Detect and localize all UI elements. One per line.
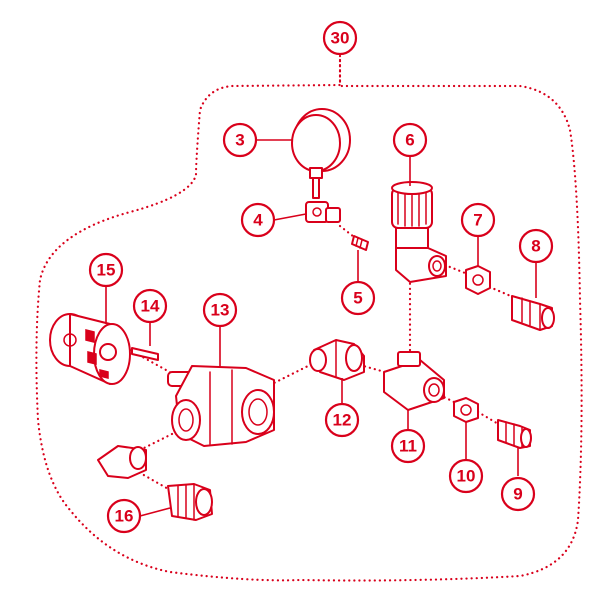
callout-label: 7	[473, 211, 482, 230]
hex-nut-icon	[465, 265, 491, 295]
elbow-fitting-icon	[97, 445, 147, 479]
callout-11: 11	[390, 428, 426, 464]
callout-7: 7	[460, 202, 496, 238]
callout-4: 4	[240, 202, 276, 238]
nipple-fitting-icon	[351, 235, 369, 251]
callout-label: 11	[399, 437, 417, 456]
tee-fitting-icon	[383, 351, 445, 411]
callout-10: 10	[448, 458, 484, 494]
callout-16: 16	[106, 498, 142, 534]
callout-label: 8	[531, 237, 540, 256]
assembly-boundary	[35, 58, 583, 582]
callout-label: 16	[115, 507, 134, 526]
leader-lines	[105, 139, 537, 517]
pressure-gauge-icon	[291, 108, 351, 199]
callout-13: 13	[202, 292, 238, 328]
callout-14: 14	[132, 288, 168, 324]
callout-6: 6	[392, 122, 428, 158]
callout-9: 9	[500, 476, 536, 512]
callout-5: 5	[340, 280, 376, 316]
callout-label: 15	[97, 261, 116, 280]
elbow-fitting-icon	[309, 339, 365, 381]
elbow-fitting-icon	[305, 201, 341, 223]
callout-label: 14	[141, 297, 160, 316]
callout-label: 5	[353, 289, 362, 308]
callout-label: 13	[211, 301, 230, 320]
callout-label: 9	[513, 485, 522, 504]
callout-label: 30	[331, 29, 350, 48]
callout-3: 3	[222, 122, 258, 158]
callout-label: 3	[235, 131, 244, 150]
valve-body-icon	[391, 181, 447, 283]
quick-coupler-icon	[497, 419, 532, 449]
quick-coupler-icon	[167, 483, 213, 521]
callout-label: 10	[457, 467, 476, 486]
pump-body-icon	[167, 365, 275, 447]
callout-15: 15	[88, 252, 124, 288]
quick-coupler-icon	[511, 295, 555, 331]
callout-label: 12	[333, 411, 352, 430]
callout-8: 8	[518, 228, 554, 264]
callout-label: 6	[405, 131, 414, 150]
callout-label: 4	[253, 211, 263, 230]
hex-nut-icon	[453, 397, 479, 423]
coupling-icon	[49, 313, 131, 385]
shaft-key-icon	[131, 347, 159, 361]
callout-12: 12	[324, 402, 360, 438]
callout-30: 30	[322, 20, 358, 56]
